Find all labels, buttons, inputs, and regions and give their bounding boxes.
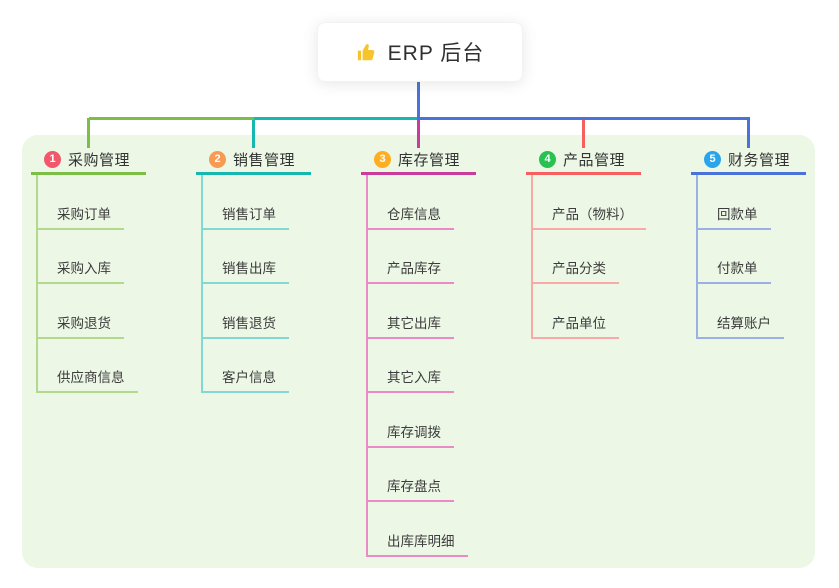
child-row: 库存调拨	[368, 393, 476, 448]
branch-title-label: 财务管理	[728, 152, 791, 169]
child-node[interactable]: 出库库明细	[368, 530, 468, 557]
branch-title-node[interactable]: 1 采购管理	[31, 147, 146, 175]
child-row: 产品单位	[533, 284, 646, 339]
child-node[interactable]: 回款单	[698, 203, 771, 230]
branch-children: 仓库信息产品库存其它出库其它入库库存调拨库存盘点出库库明细	[366, 175, 476, 557]
child-row: 采购订单	[38, 175, 146, 230]
branch-title-node[interactable]: 4 产品管理	[526, 147, 641, 175]
child-row: 仓库信息	[368, 175, 476, 230]
child-node[interactable]: 供应商信息	[38, 366, 138, 393]
child-row: 产品分类	[533, 230, 646, 284]
child-node[interactable]: 销售订单	[203, 203, 289, 230]
child-row: 客户信息	[203, 339, 311, 393]
child-node[interactable]: 库存调拨	[368, 421, 454, 448]
branch: 5 财务管理 回款单付款单结算账户	[691, 147, 806, 339]
child-row: 供应商信息	[38, 339, 146, 393]
child-node[interactable]: 产品（物料）	[533, 203, 646, 230]
branches-panel	[22, 135, 815, 568]
child-row: 结算账户	[698, 284, 806, 339]
child-row: 其它出库	[368, 284, 476, 339]
branch-number-badge: 5	[704, 151, 721, 168]
child-node[interactable]: 产品单位	[533, 312, 619, 339]
connector-line	[253, 117, 419, 120]
child-row: 产品（物料）	[533, 175, 646, 230]
branch-title-node[interactable]: 5 财务管理	[691, 147, 806, 175]
branch-title-label: 产品管理	[563, 152, 626, 169]
child-row: 采购入库	[38, 230, 146, 284]
branch: 4 产品管理 产品（物料） 产品分类产品单位	[526, 147, 646, 339]
child-row: 销售订单	[203, 175, 311, 230]
connector-line	[417, 118, 420, 148]
connector-line	[417, 82, 420, 120]
connector-line	[747, 118, 750, 148]
branch-children: 采购订单采购入库采购退货供应商信息	[36, 175, 146, 393]
connector-line	[252, 118, 255, 148]
child-node[interactable]: 其它出库	[368, 312, 454, 339]
branch-children: 产品（物料） 产品分类产品单位	[531, 175, 646, 339]
child-row: 库存盘点	[368, 448, 476, 502]
branch-children: 回款单付款单结算账户	[696, 175, 806, 339]
branch-title-label: 采购管理	[68, 152, 131, 169]
child-row: 其它入库	[368, 339, 476, 393]
child-row: 销售退货	[203, 284, 311, 339]
child-node[interactable]: 仓库信息	[368, 203, 454, 230]
child-node[interactable]: 库存盘点	[368, 475, 454, 502]
child-row: 出库库明细	[368, 502, 476, 557]
child-node[interactable]: 产品库存	[368, 257, 454, 284]
child-node[interactable]: 销售退货	[203, 312, 289, 339]
branch: 3 库存管理 仓库信息产品库存其它出库其它入库库存调拨库存盘点出库库明细	[361, 147, 476, 557]
child-node[interactable]: 产品分类	[533, 257, 619, 284]
child-node[interactable]: 客户信息	[203, 366, 289, 393]
root-node[interactable]: ERP 后台	[317, 22, 523, 82]
child-row: 销售出库	[203, 230, 311, 284]
branch-number-badge: 1	[44, 151, 61, 168]
child-node[interactable]: 结算账户	[698, 312, 784, 339]
connector-line	[88, 117, 254, 120]
connector-line	[87, 118, 90, 148]
connector-line	[582, 118, 585, 148]
branch-title-node[interactable]: 3 库存管理	[361, 147, 476, 175]
child-node[interactable]: 其它入库	[368, 366, 454, 393]
branch-number-badge: 2	[209, 151, 226, 168]
branch-title-label: 销售管理	[233, 152, 296, 169]
branch-title-node[interactable]: 2 销售管理	[196, 147, 311, 175]
branch-number-badge: 3	[374, 151, 391, 168]
root-title: ERP 后台	[387, 42, 485, 65]
branch: 1 采购管理 采购订单采购入库采购退货供应商信息	[31, 147, 146, 393]
child-row: 付款单	[698, 230, 806, 284]
child-row: 产品库存	[368, 230, 476, 284]
child-node[interactable]: 销售出库	[203, 257, 289, 284]
child-node[interactable]: 采购退货	[38, 312, 124, 339]
branch-children: 销售订单销售出库销售退货客户信息	[201, 175, 311, 393]
child-row: 回款单	[698, 175, 806, 230]
thumbs-up-icon	[356, 41, 378, 63]
connector-line	[418, 117, 750, 120]
branch-number-badge: 4	[539, 151, 556, 168]
branch: 2 销售管理 销售订单销售出库销售退货客户信息	[196, 147, 311, 393]
child-row: 采购退货	[38, 284, 146, 339]
child-node[interactable]: 采购订单	[38, 203, 124, 230]
child-node[interactable]: 付款单	[698, 257, 771, 284]
branch-title-label: 库存管理	[398, 152, 461, 169]
child-node[interactable]: 采购入库	[38, 257, 124, 284]
